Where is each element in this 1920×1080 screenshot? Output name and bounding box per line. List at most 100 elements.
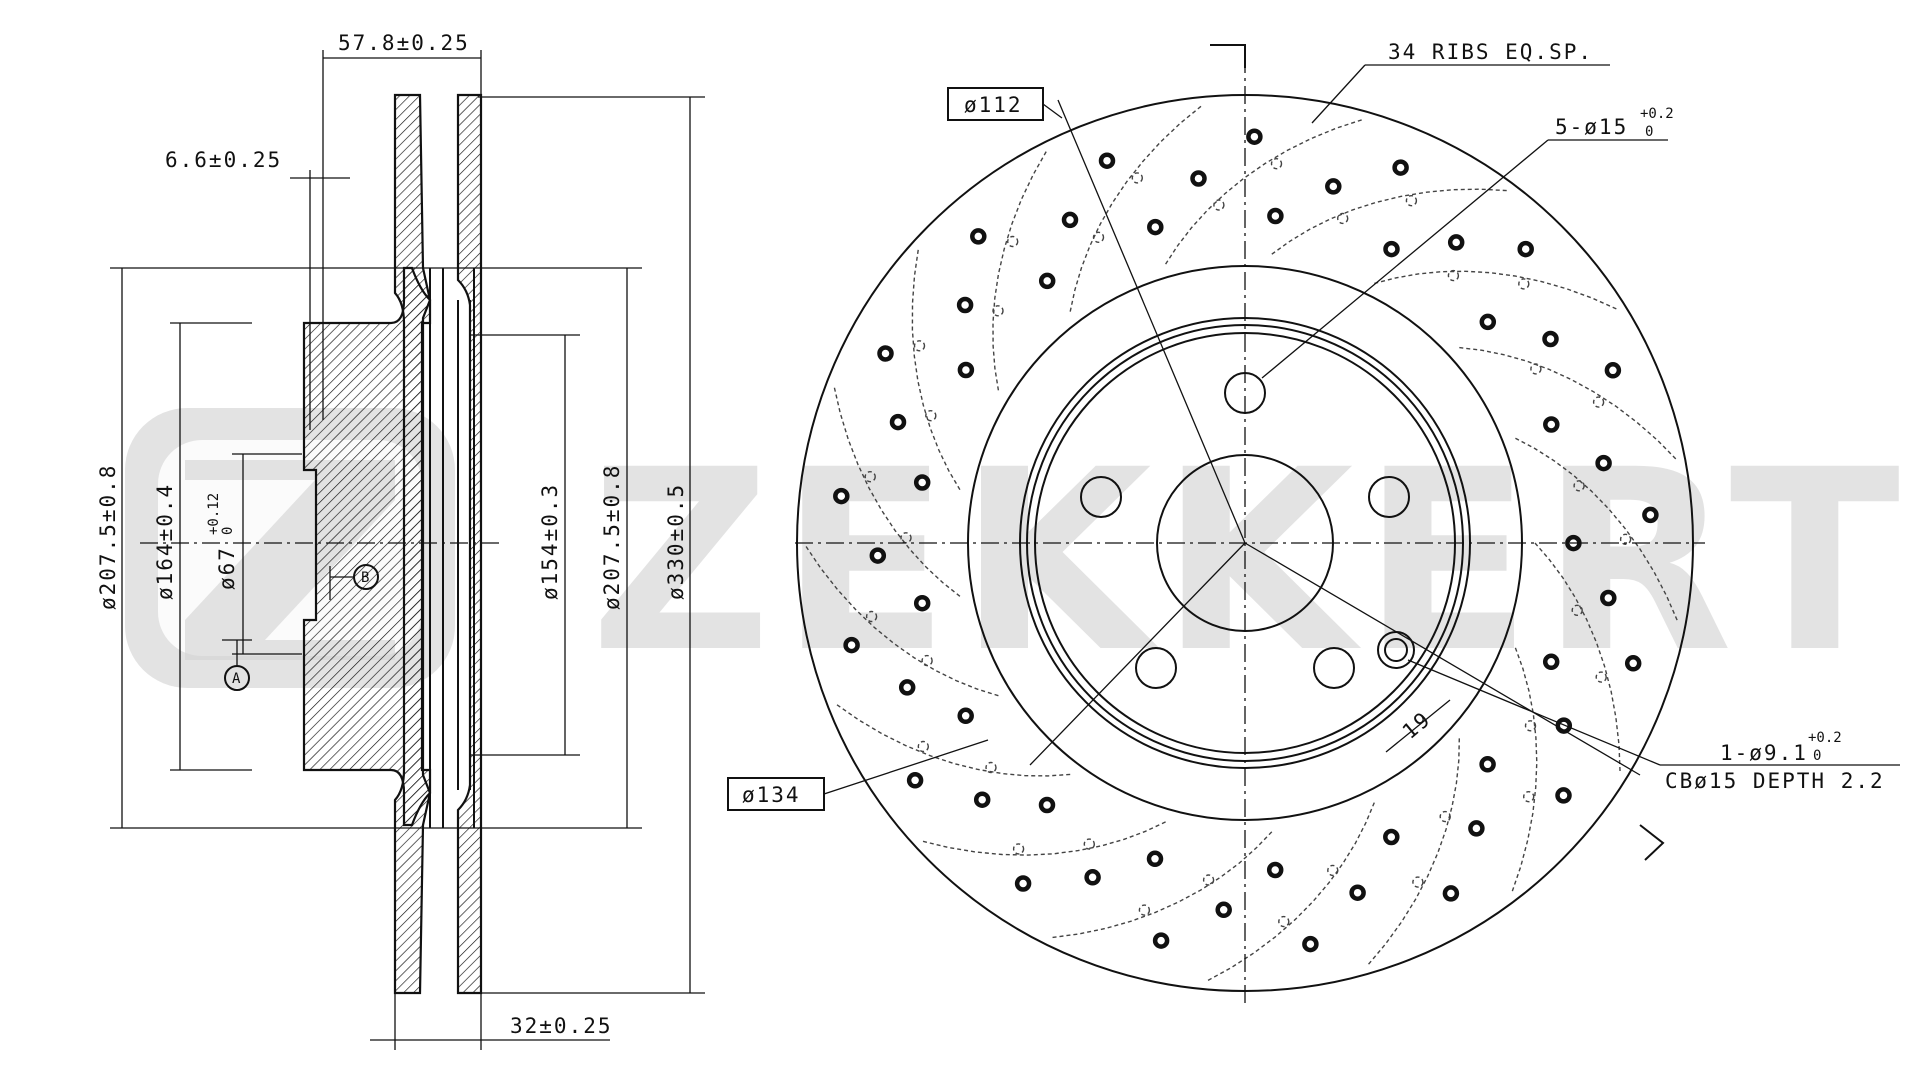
blind-hole (1530, 363, 1542, 375)
drill-hole (1038, 272, 1056, 290)
drill-hole (1325, 178, 1342, 195)
drill-hole (889, 413, 907, 431)
blind-hole (1447, 269, 1460, 282)
vent-rib (1374, 270, 1619, 311)
vent-rib (1534, 542, 1621, 774)
drill-hole (1302, 935, 1319, 953)
drill-hole (1146, 850, 1164, 868)
blind-hole (985, 761, 997, 774)
blind-hole (1327, 864, 1339, 877)
side-view-section: 57.8±0.25 6.6±0.25 32±0.25 ø207.5±0.8 ø1… (96, 31, 705, 1050)
drill-hole (1542, 653, 1560, 671)
drill-hole (1595, 454, 1612, 472)
blind-hole (925, 410, 937, 422)
drill-hole (869, 547, 887, 564)
blind-hole (1524, 720, 1537, 732)
vent-rib (1050, 831, 1273, 939)
vent-rib (1205, 802, 1375, 982)
callout-bolt-holes: 5-ø15 (1555, 115, 1628, 139)
blind-hole (865, 610, 878, 623)
dim-friction-width: 32±0.25 (510, 1014, 613, 1038)
blind-hole (1278, 915, 1290, 928)
dim-dia-330: ø330±0.5 (664, 483, 688, 600)
vent-rib (1271, 188, 1509, 255)
drill-hole (1084, 869, 1101, 886)
dim-dia-207-left: ø207.5±0.8 (96, 464, 120, 610)
svg-text:B: B (361, 570, 369, 586)
drill-hole (1442, 885, 1460, 902)
blind-hole (1619, 533, 1632, 545)
callout-bolt-holes-tol: +0.2 (1640, 106, 1674, 122)
drill-hole (1392, 159, 1409, 176)
bolt-hole-2 (1368, 476, 1410, 518)
blind-hole (1007, 235, 1019, 248)
dim-overall-width: 57.8±0.25 (338, 31, 470, 55)
blind-hole (1412, 876, 1424, 888)
dim-dia-67-tol-low: 0 (220, 527, 236, 535)
drill-hole (1555, 787, 1572, 804)
drill-hole (1447, 234, 1465, 251)
vent-rib (1515, 437, 1679, 623)
drill-hole (1542, 330, 1559, 348)
blind-hole (917, 740, 929, 753)
drill-hole (1098, 152, 1116, 169)
blind-hole (1213, 199, 1225, 211)
datum-marker-b: B (329, 564, 379, 600)
drill-hole (877, 345, 894, 362)
drill-hole (956, 296, 974, 314)
drill-hole (1642, 506, 1659, 524)
drill-hole (913, 594, 931, 612)
blind-hole (1439, 810, 1451, 823)
drill-hole (1215, 901, 1232, 919)
callout-counterbore: CBø15 DEPTH 2.2 (1665, 769, 1885, 793)
drill-hole (1014, 875, 1032, 892)
drill-hole (957, 707, 974, 725)
blind-hole (913, 340, 926, 352)
datum-marker-a: A (222, 639, 252, 691)
vent-rib (833, 385, 961, 597)
callout-bolt-circle: ø112 (964, 93, 1023, 117)
drill-hole (906, 772, 924, 789)
drill-hole (1267, 207, 1284, 225)
drill-hole (1266, 861, 1284, 879)
vent-rib (1511, 647, 1538, 894)
blind-hole (1522, 791, 1535, 803)
drill-hole (1383, 240, 1400, 258)
vent-rib (992, 149, 1048, 391)
callout-locating-hole-tol: +0.2 (1808, 730, 1842, 746)
dim-hat-thickness: 6.6±0.25 (165, 148, 282, 172)
drill-hole (973, 791, 991, 808)
dim-dia-154: ø154±0.3 (538, 483, 562, 600)
callout-mounting-circle: ø134 (742, 783, 801, 807)
drill-hole (898, 679, 916, 696)
drill-hole (970, 228, 987, 245)
drill-hole (1383, 828, 1400, 846)
bolt-hole-3 (1313, 647, 1355, 689)
blind-hole (1592, 396, 1605, 408)
drill-hole (913, 474, 931, 491)
friction-plate-inboard (393, 93, 432, 995)
dim-dia-164: ø164±0.4 (153, 483, 177, 600)
blind-hole (1571, 604, 1583, 616)
vent-rib (1366, 738, 1460, 967)
bolt-hole-5 (1080, 476, 1122, 518)
vent-rib (1165, 118, 1364, 265)
drill-holes (833, 128, 1659, 953)
locating-hole-counterbore (1384, 638, 1408, 662)
drill-hole (1479, 756, 1496, 773)
callout-bolt-holes-tol-low: 0 (1645, 124, 1653, 140)
blind-hole (1573, 480, 1585, 492)
drill-hole (843, 636, 860, 654)
drill-hole (1543, 416, 1560, 433)
bolt-hole-4 (1135, 647, 1177, 689)
dim-dia-207-right: ø207.5±0.8 (600, 464, 624, 610)
drill-hole (1152, 932, 1170, 949)
blind-hole (1138, 904, 1151, 916)
drill-hole (1349, 884, 1366, 901)
drill-hole (1600, 589, 1617, 607)
blind-hole (1336, 212, 1349, 225)
front-view: ø112 34 RIBS EQ.SP. 5-ø15 +0.2 0 1-ø9.1 … (727, 40, 1900, 1005)
blind-hole (1092, 231, 1105, 244)
dim-dia-67-tol: +0.12 (206, 493, 222, 535)
vent-rib (920, 821, 1166, 856)
